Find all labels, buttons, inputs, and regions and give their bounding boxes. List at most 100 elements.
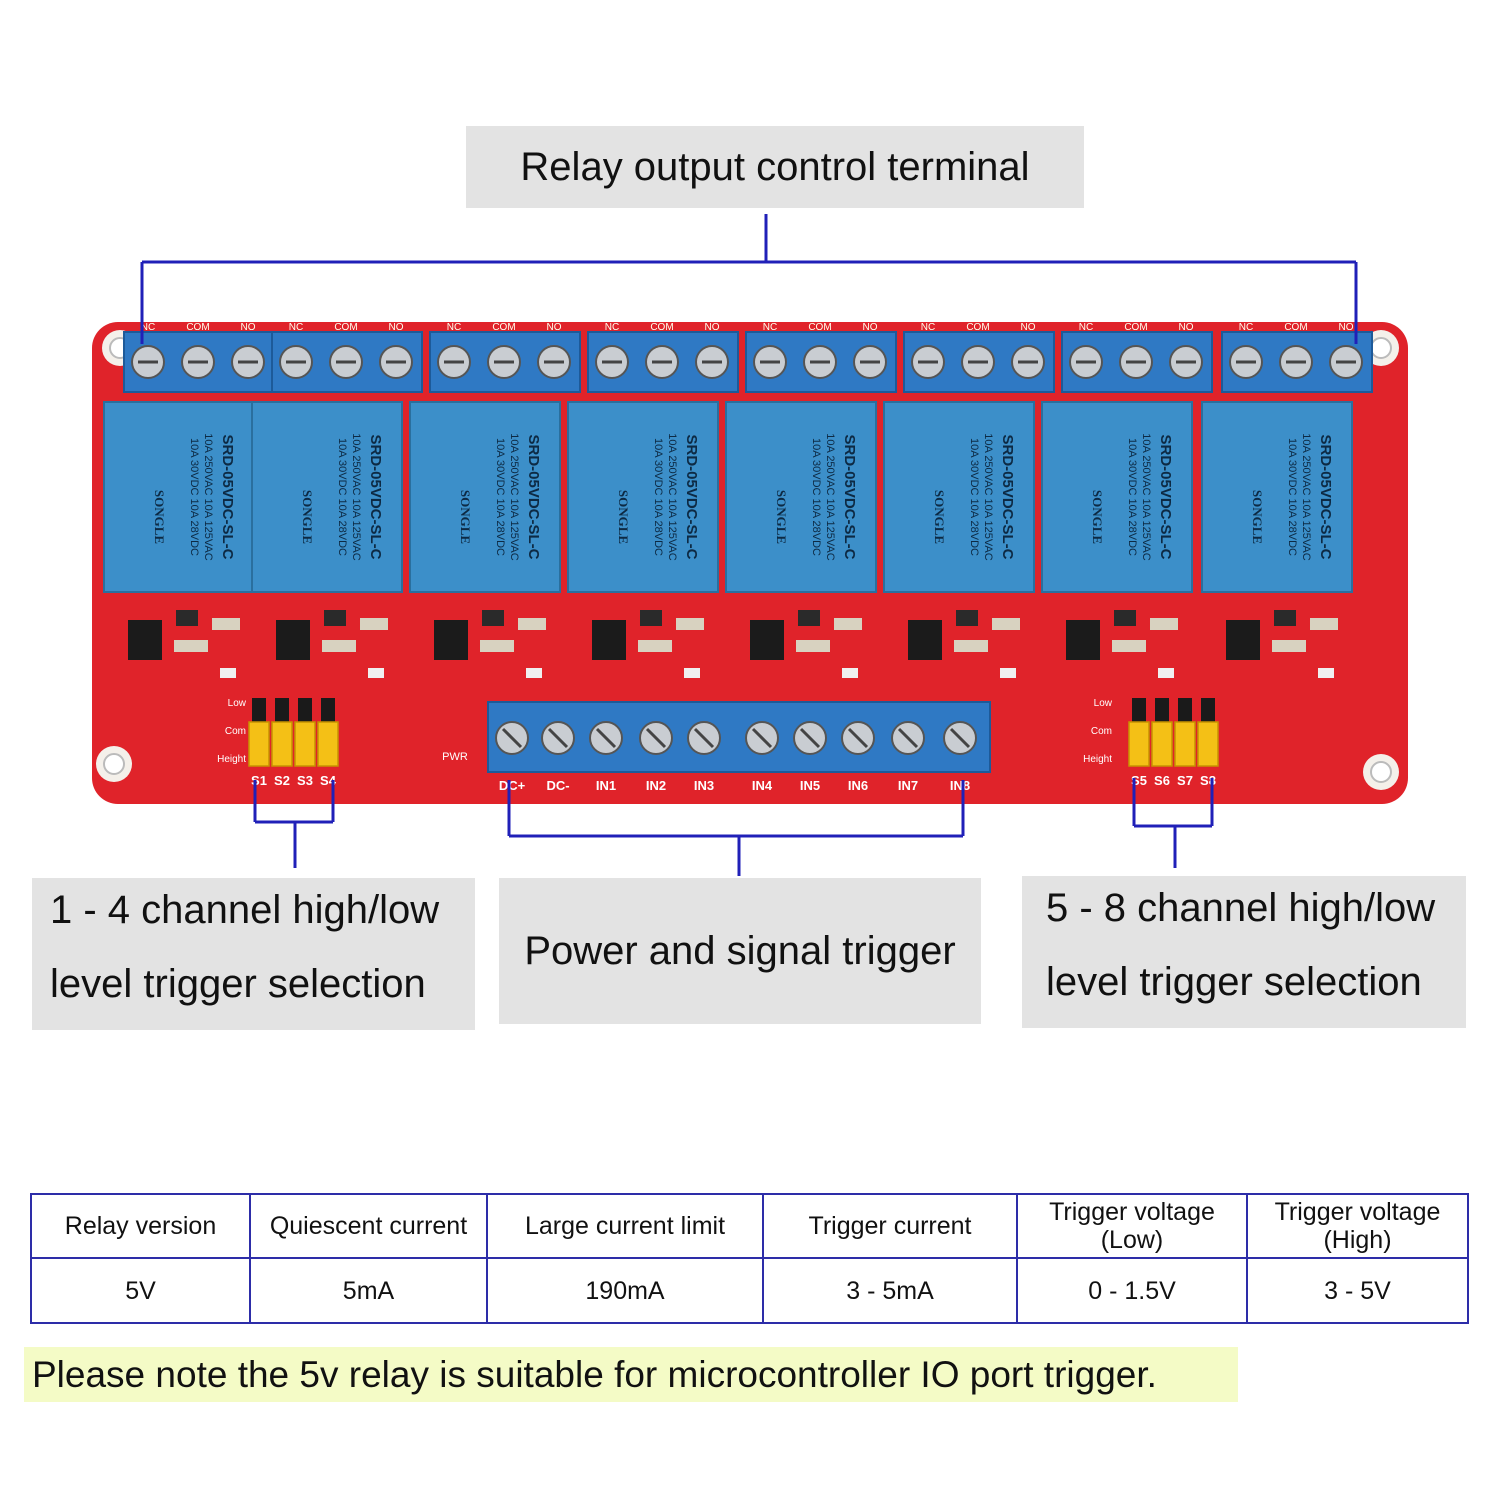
jumper-label: S2 [274, 773, 290, 788]
terminal-label: COM [186, 322, 209, 333]
jumper-cap [317, 721, 339, 767]
smd-resistor [518, 618, 546, 630]
relay-model-text: SRD-05VDC-SL-C [841, 434, 858, 559]
callout-left-line1: 1 - 4 channel high/low [50, 888, 440, 932]
relay-body [567, 401, 719, 593]
relay-model-text: SRD-05VDC-SL-C [999, 434, 1016, 559]
input-label: IN7 [898, 778, 918, 793]
relay-body [103, 401, 255, 593]
spec-header-cell: Trigger voltage (Low) [1016, 1193, 1248, 1259]
jumper-row-label: Com [1091, 726, 1112, 737]
relay-body [1201, 401, 1353, 593]
led [1158, 668, 1174, 678]
relay-rating-text: 10A 250VAC 10A 125VAC [202, 433, 214, 560]
input-terminal-screw-slot [501, 727, 523, 749]
input-terminal-screw-slot [595, 727, 617, 749]
input-terminal-screw-slot [949, 727, 971, 749]
transistor [176, 610, 198, 626]
pwr-label: PWR [442, 751, 468, 763]
led [1318, 668, 1334, 678]
jumper-header-pin [1132, 698, 1146, 724]
relay-rating-text: 10A 250VAC 10A 125VAC [982, 433, 994, 560]
mounting-hole-inner [1370, 761, 1392, 783]
terminal-label: NC [447, 322, 461, 333]
smd-resistor [676, 618, 704, 630]
jumper-row-label: Com [225, 726, 246, 737]
transistor [1114, 610, 1136, 626]
terminal-label: NC [141, 322, 155, 333]
relay-brand-text: SONGLE [1090, 490, 1105, 544]
terminal-label: NO [389, 322, 404, 333]
callout-left: 1 - 4 channel high/low level trigger sel… [32, 878, 475, 1030]
jumper-label: S7 [1177, 773, 1193, 788]
input-label: DC+ [499, 778, 526, 793]
callout-middle: Power and signal trigger [499, 878, 981, 1024]
optocoupler-chip [434, 620, 468, 660]
input-label: DC- [546, 778, 569, 793]
smd-resistor [360, 618, 388, 630]
mounting-hole-inner [103, 753, 125, 775]
note-banner: Please note the 5v relay is suitable for… [24, 1347, 1238, 1402]
smd-resistor [1310, 618, 1338, 630]
jumper-label: S1 [251, 773, 267, 788]
input-label: IN1 [596, 778, 616, 793]
jumper-header-pin [275, 698, 289, 724]
terminal-label: NC [1079, 322, 1093, 333]
led [368, 668, 384, 678]
terminal-label: NC [763, 322, 777, 333]
input-label: IN2 [646, 778, 666, 793]
terminal-label: NO [705, 322, 720, 333]
relay-brand-text: SONGLE [1250, 490, 1265, 544]
spec-header-cell: Relay version [30, 1193, 251, 1259]
relay-body [1041, 401, 1193, 593]
terminal-label: NC [289, 322, 303, 333]
input-label: IN6 [848, 778, 868, 793]
jumper-label: S8 [1200, 773, 1216, 788]
relay-rating-text: 10A 30VDC 10A 28VDC [810, 438, 822, 556]
relay-rating-text: 10A 250VAC 10A 125VAC [1140, 433, 1152, 560]
relay-rating-text: 10A 250VAC 10A 125VAC [350, 433, 362, 560]
terminal-label: COM [1124, 322, 1147, 333]
relay-rating-text: 10A 30VDC 10A 28VDC [968, 438, 980, 556]
optocoupler-chip [592, 620, 626, 660]
jumper-header-pin [321, 698, 335, 724]
led [1000, 668, 1016, 678]
input-terminal-screw-slot [645, 727, 667, 749]
relay-body [409, 401, 561, 593]
terminal-label: NO [863, 322, 878, 333]
optocoupler-chip [128, 620, 162, 660]
callout-right-line1: 5 - 8 channel high/low [1046, 886, 1436, 930]
terminal-label: NO [1339, 322, 1354, 333]
input-terminal-screw-slot [847, 727, 869, 749]
relay-rating-text: 10A 30VDC 10A 28VDC [652, 438, 664, 556]
optocoupler-chip [1226, 620, 1260, 660]
input-label: IN8 [950, 778, 970, 793]
jumper-row-label: Low [228, 698, 247, 709]
terminal-label: COM [808, 322, 831, 333]
mounting-hole-inner [1370, 337, 1392, 359]
spec-header-cell: Trigger voltage (High) [1246, 1193, 1469, 1259]
smd-resistor [480, 640, 514, 652]
spec-header-cell: Quiescent current [249, 1193, 488, 1259]
jumper-cap [1151, 721, 1173, 767]
jumper-header-pin [298, 698, 312, 724]
callout-relay-output: Relay output control terminal [466, 126, 1084, 208]
terminal-label: NC [1239, 322, 1253, 333]
terminal-label: NO [241, 322, 256, 333]
terminal-label: COM [492, 322, 515, 333]
led [220, 668, 236, 678]
callout-right-line2: level trigger selection [1046, 960, 1422, 1004]
led [526, 668, 542, 678]
input-terminal-screw-slot [547, 727, 569, 749]
optocoupler-chip [276, 620, 310, 660]
jumper-cap [294, 721, 316, 767]
transistor [640, 610, 662, 626]
jumper-cap [1174, 721, 1196, 767]
smd-resistor [796, 640, 830, 652]
